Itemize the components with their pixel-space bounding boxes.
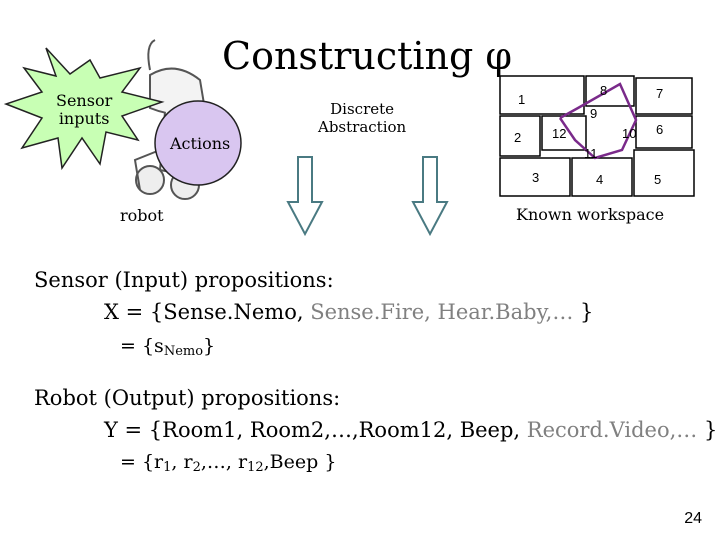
robot-symbol-line: = {r1, r2,…, r12,Beep } [120,450,336,480]
room-8-label: 8 [600,83,608,98]
room-9-label: 9 [590,106,598,121]
robot-symbol-sub2: 2 [192,460,201,475]
sensor-set-prefix: X = {Sense.Nemo, [104,300,311,324]
robot-set-line: Y = {Room1, Room2,…,Room12, Beep, Record… [104,418,717,442]
down-arrow-right [411,156,449,237]
room-11-label: 11 [584,146,598,161]
robot-set-grey: Record.Video,… [526,418,698,442]
room-12-label: 12 [552,126,567,141]
sensor-propositions-heading: Sensor (Input) propositions: [34,268,334,292]
sensor-set-grey: Sense.Fire, Hear.Baby,… [310,300,574,324]
sensor-inputs-label: Sensor inputs [56,91,113,128]
robot-symbol-r: = {r [120,451,164,473]
title-text: Constructing [222,34,486,78]
actions-ellipse [154,100,242,186]
slide-number: 24 [684,510,702,527]
workspace-map [499,75,695,197]
robot-propositions-heading: Robot (Output) propositions: [34,386,341,410]
robot-label: robot [120,206,164,225]
room-2-label: 2 [514,130,522,145]
robot-symbol-comma: , r [171,451,193,473]
down-arrow-left [286,156,324,237]
sensor-inputs-burst [3,47,165,171]
robot-symbol-suffix: ,Beep } [263,451,337,473]
robot-set-prefix: Y = {Room1, Room2,…,Room12, Beep, [104,418,527,442]
sensor-set-line: X = {Sense.Nemo, Sense.Fire, Hear.Baby,…… [104,300,593,324]
room-1-label: 1 [518,92,526,107]
sensor-symbol-line: = {sNemo} [120,334,215,364]
room-5-label: 5 [654,172,662,187]
workspace-path [558,82,638,160]
robot-symbol-sub3: 12 [247,460,264,475]
sensor-symbol-suffix: } [203,335,216,357]
room-4-label: 4 [596,172,604,187]
room-3-label: 3 [532,170,540,185]
known-workspace-label: Known workspace [516,205,665,224]
sensor-symbol-prefix: = {s [120,335,164,357]
room-7-label: 7 [656,86,664,101]
robot-symbol-dots: ,…, r [200,451,248,473]
actions-label: Actions [170,134,231,153]
discrete-abstraction-label: Discrete Abstraction [318,100,407,136]
room-6-label: 6 [656,122,664,137]
phi-symbol: φ [485,34,513,78]
slide-title: Constructing φ [222,34,512,78]
sensor-symbol-sub: Nemo [163,344,204,359]
sensor-set-suffix: } [573,300,594,324]
robot-symbol-sub1: 1 [163,460,172,475]
room-10-label: 10 [622,126,637,141]
robot-set-suffix: } [697,418,718,442]
